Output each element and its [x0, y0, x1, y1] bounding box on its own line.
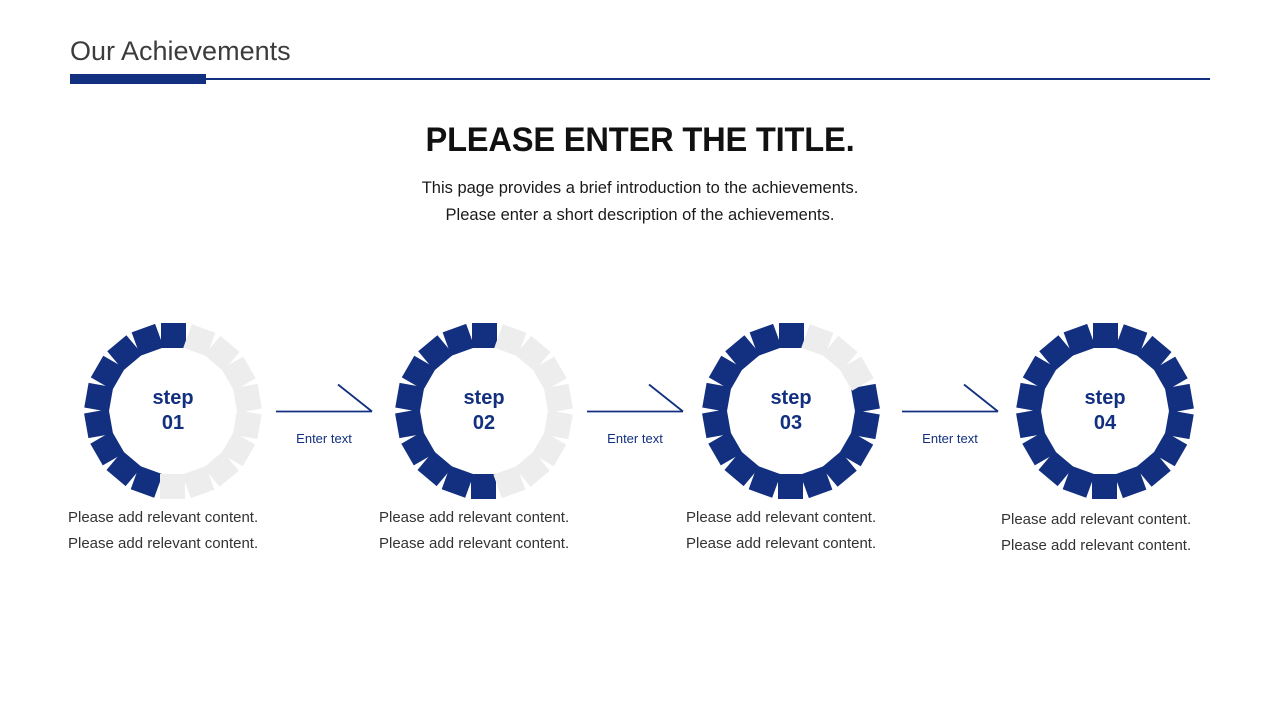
- header-accent-bar: [70, 74, 206, 84]
- ring-segment-shape: [778, 474, 804, 500]
- ring-segment-shape: [1015, 383, 1045, 413]
- subtitle-line-2: Please enter a short description of the …: [445, 206, 835, 225]
- step-description-03: Please add relevant content. Please add …: [686, 505, 896, 557]
- subtitle-block: This page provides a brief introduction …: [0, 175, 1280, 228]
- connector-label-2[interactable]: Enter text: [607, 431, 663, 446]
- connector-arrow-1: Enter text: [276, 383, 376, 446]
- slide-header: Our Achievements: [0, 0, 1280, 90]
- arrow-icon: [276, 383, 373, 413]
- ring-segment-shape: [83, 383, 113, 413]
- step-desc-line-2: Please add relevant content.: [68, 534, 259, 552]
- ring-segment-shape: [160, 322, 186, 348]
- header-divider-line: [70, 78, 1210, 80]
- ring-segment-shape: [701, 383, 731, 413]
- ring-segment-shape: [778, 322, 804, 348]
- connector-label-3[interactable]: Enter text: [922, 431, 978, 446]
- step-desc-line-1: Please add relevant content.: [379, 509, 570, 526]
- step-desc-line-2: Please add relevant content.: [1001, 536, 1192, 554]
- title-block: PLEASE ENTER THE TITLE. This page provid…: [0, 121, 1280, 229]
- step-desc-line-1: Please add relevant content.: [68, 509, 259, 526]
- step-desc-line-1: Please add relevant content.: [686, 509, 877, 526]
- step-description-04: Please add relevant content. Please add …: [1001, 507, 1213, 559]
- step-desc-line-2: Please add relevant content.: [686, 534, 877, 552]
- ring-segment-shape: [160, 474, 186, 500]
- ring-segment-shape: [544, 409, 574, 439]
- connector-label-1[interactable]: Enter text: [296, 431, 352, 446]
- progress-ring-04: [1015, 322, 1195, 500]
- ring-segment-shape: [1165, 409, 1195, 439]
- connector-arrow-3: Enter text: [902, 383, 1002, 446]
- ring-segment-shape: [471, 474, 497, 500]
- step-desc-line-1: Please add relevant content.: [1001, 511, 1192, 528]
- steps-diagram: step 01 Please add relevant content. Ple…: [0, 300, 1280, 570]
- step-description-01: Please add relevant content. Please add …: [68, 505, 278, 557]
- ring-segment-shape: [1092, 322, 1118, 348]
- ring-segment-shape: [233, 409, 263, 439]
- arrow-icon: [587, 383, 684, 413]
- subtitle-line-1: This page provides a brief introduction …: [421, 179, 859, 198]
- ring-segment-shape: [471, 322, 497, 348]
- arrow-icon: [902, 383, 999, 413]
- ring-segment-shape: [1092, 474, 1118, 500]
- progress-ring-03: [701, 322, 881, 500]
- connector-arrow-2: Enter text: [587, 383, 687, 446]
- page-title: Our Achievements: [70, 36, 291, 66]
- ring-segment-shape: [394, 383, 424, 413]
- ring-segment-shape: [851, 409, 881, 439]
- progress-ring-01: [83, 322, 263, 500]
- step-desc-line-2: Please add relevant content.: [379, 534, 570, 552]
- step-description-02: Please add relevant content. Please add …: [379, 505, 589, 557]
- progress-ring-02: [394, 322, 574, 500]
- main-title: PLEASE ENTER THE TITLE.: [425, 121, 855, 159]
